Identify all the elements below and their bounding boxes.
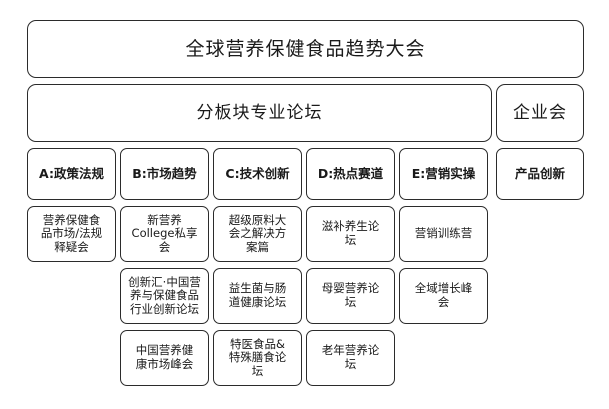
section-header-e: E:营销实操 xyxy=(399,148,488,200)
section-header-a-label: A:政策法规 xyxy=(39,165,104,181)
session-box: 特医食品& 特殊膳食论 坛 xyxy=(213,330,302,386)
section-header-f: 产品创新 xyxy=(496,148,584,200)
session-box: 新营养 College私享 会 xyxy=(120,206,209,262)
session-box: 老年营养论 坛 xyxy=(306,330,395,386)
conference-title-text: 全球营养保健食品趋势大会 xyxy=(185,37,426,60)
session-box: 创新汇·中国营 养与保健食品 行业创新论坛 xyxy=(120,268,209,324)
section-header-c-label: C:技术创新 xyxy=(225,165,290,181)
section-header-a: A:政策法规 xyxy=(27,148,116,200)
section-header-d-label: D:热点赛道 xyxy=(317,165,384,181)
section-header-f-label: 产品创新 xyxy=(514,165,565,181)
section-header-b-label: B:市场趋势 xyxy=(132,165,197,181)
band-forums-box: 分板块专业论坛 xyxy=(27,84,492,142)
session-box: 营销训练营 xyxy=(399,206,488,262)
conference-title-box: 全球营养保健食品趋势大会 xyxy=(27,20,584,78)
band-corporate-box: 企业会 xyxy=(496,84,584,142)
session-label: 营养保健食 品市场/法规 释疑会 xyxy=(40,212,103,254)
section-header-e-label: E:营销实操 xyxy=(411,165,476,181)
section-header-c: C:技术创新 xyxy=(213,148,302,200)
session-label: 特医食品& 特殊膳食论 坛 xyxy=(228,336,287,378)
session-label: 益生菌与肠 道健康论坛 xyxy=(228,281,287,309)
section-header-b: B:市场趋势 xyxy=(120,148,209,200)
session-label: 超级原料大 会之解决方 案篇 xyxy=(228,212,287,254)
session-box: 超级原料大 会之解决方 案篇 xyxy=(213,206,302,262)
session-box: 益生菌与肠 道健康论坛 xyxy=(213,268,302,324)
session-label: 全域增长峰 会 xyxy=(414,281,473,309)
band-corporate-label: 企业会 xyxy=(513,102,567,123)
session-label: 滋补养生论 坛 xyxy=(321,219,380,247)
section-header-d: D:热点赛道 xyxy=(306,148,395,200)
session-box: 营养保健食 品市场/法规 释疑会 xyxy=(27,206,116,262)
session-label: 新营养 College私享 会 xyxy=(131,212,198,254)
session-box: 中国营养健 康市场峰会 xyxy=(120,330,209,386)
session-label: 母婴营养论 坛 xyxy=(321,281,380,309)
session-label: 中国营养健 康市场峰会 xyxy=(135,343,194,371)
band-forums-label: 分板块专业论坛 xyxy=(196,102,323,123)
session-label: 营销训练营 xyxy=(414,226,473,241)
session-label: 创新汇·中国营 养与保健食品 行业创新论坛 xyxy=(128,274,201,316)
session-label: 老年营养论 坛 xyxy=(321,343,380,371)
session-box: 母婴营养论 坛 xyxy=(306,268,395,324)
session-box: 全域增长峰 会 xyxy=(399,268,488,324)
session-box: 滋补养生论 坛 xyxy=(306,206,395,262)
